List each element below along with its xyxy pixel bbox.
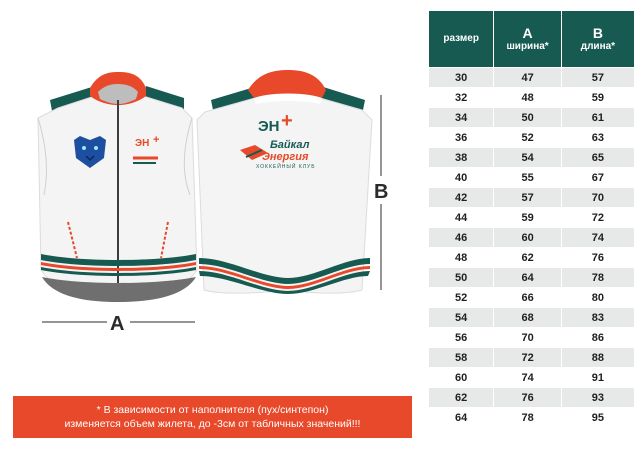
width-cell: 72 (494, 347, 562, 367)
dimension-a: A (42, 313, 195, 335)
width-cell: 64 (494, 267, 562, 287)
width-cell: 68 (494, 307, 562, 327)
width-cell: 78 (494, 407, 562, 427)
size-cell: 42 (429, 187, 495, 207)
width-cell: 47 (494, 67, 562, 87)
length-cell: 65 (561, 147, 634, 167)
width-cell: 66 (494, 287, 562, 307)
dimension-b-label: B (374, 181, 388, 203)
size-cell: 44 (429, 207, 495, 227)
size-cell: 64 (429, 407, 495, 427)
size-cell: 34 (429, 107, 495, 127)
size-cell: 40 (429, 167, 495, 187)
length-cell: 93 (561, 387, 634, 407)
size-cell: 62 (429, 387, 495, 407)
logo-en-small: ЭН (135, 138, 149, 149)
width-cell: 52 (494, 127, 562, 147)
width-cell: 57 (494, 187, 562, 207)
length-cell: 63 (561, 127, 634, 147)
brand-line2: Энергия (262, 151, 309, 163)
size-cell: 52 (429, 287, 495, 307)
length-cell: 72 (561, 207, 634, 227)
note-line1: * В зависимости от наполнителя (пух/синт… (96, 404, 329, 416)
size-cell: 38 (429, 147, 495, 167)
tiger-emblem-icon (74, 136, 106, 168)
size-cell: 60 (429, 367, 495, 387)
length-cell: 78 (561, 267, 634, 287)
length-cell: 59 (561, 87, 634, 107)
size-cell: 48 (429, 247, 495, 267)
length-cell: 88 (561, 347, 634, 367)
length-cell: 70 (561, 187, 634, 207)
length-cell: 61 (561, 107, 634, 127)
width-cell: 62 (494, 247, 562, 267)
size-cell: 50 (429, 267, 495, 287)
length-cell: 86 (561, 327, 634, 347)
vest-back: ЭН + Байкал Энергия ХОККЕЙНЫЙ КЛУБ (196, 70, 373, 294)
width-cell: 54 (494, 147, 562, 167)
svg-text:+: + (153, 134, 159, 146)
length-cell: 91 (561, 367, 634, 387)
width-cell: 55 (494, 167, 562, 187)
brand-line1: Байкал (270, 139, 310, 151)
width-cell: 60 (494, 227, 562, 247)
size-cell: 32 (429, 87, 495, 107)
size-cell: 54 (429, 307, 495, 327)
length-cell: 67 (561, 167, 634, 187)
logo-en-back: ЭН (258, 118, 280, 135)
note-line2: изменяется объем жилета, до -3см от табл… (64, 418, 361, 430)
width-cell: 76 (494, 387, 562, 407)
length-cell: 83 (561, 307, 634, 327)
size-cell: 56 (429, 327, 495, 347)
filler-note: * В зависимости от наполнителя (пух/синт… (13, 396, 412, 438)
size-cell: 46 (429, 227, 495, 247)
length-cell: 74 (561, 227, 634, 247)
brand-sub: ХОККЕЙНЫЙ КЛУБ (256, 162, 315, 170)
length-cell: 76 (561, 247, 634, 267)
length-cell: 57 (561, 67, 634, 87)
length-cell: 95 (561, 407, 634, 427)
size-cell: 36 (429, 127, 495, 147)
width-cell: 59 (494, 207, 562, 227)
length-cell: 80 (561, 287, 634, 307)
width-cell: 70 (494, 327, 562, 347)
size-cell: 58 (429, 347, 495, 367)
svg-text:+: + (281, 110, 293, 132)
vest-front: ЭН + (37, 72, 198, 302)
dimension-a-label: A (110, 313, 124, 335)
width-cell: 48 (494, 87, 562, 107)
size-cell: 30 (429, 67, 495, 87)
vest-illustration: ЭН + ЭН + Байкал Энергия ХОККЕЙНЫЙ КЛУБ … (37, 70, 388, 335)
header-size: размер (429, 11, 495, 67)
width-cell: 74 (494, 367, 562, 387)
width-cell: 50 (494, 107, 562, 127)
dimension-b: B (374, 95, 388, 290)
